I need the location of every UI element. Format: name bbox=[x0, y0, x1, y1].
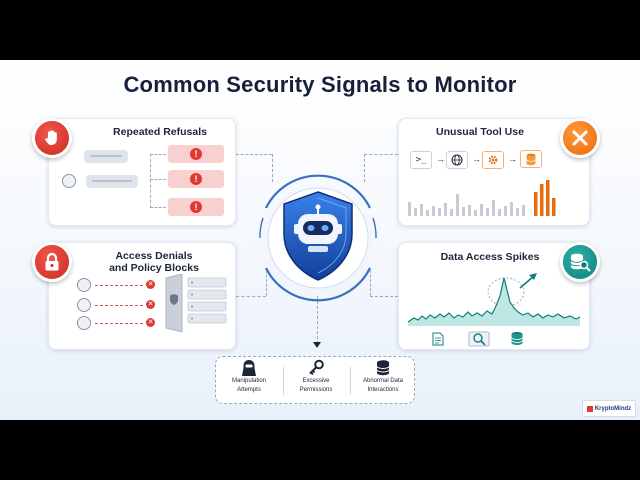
logo-mark-icon bbox=[586, 405, 593, 412]
denied-x-icon: ✕ bbox=[146, 280, 155, 289]
user-icon bbox=[77, 278, 91, 292]
key-icon bbox=[309, 359, 324, 376]
raised-hand-icon bbox=[32, 118, 72, 158]
bottom-item-manipulation: Manipulation Attempts bbox=[216, 359, 282, 394]
card-data-access-spikes bbox=[398, 242, 590, 350]
denied-x-icon: ✕ bbox=[146, 300, 155, 309]
padlock-icon bbox=[32, 242, 72, 282]
bottom-item-abnormal-data: Abnormal Data Interactions bbox=[350, 359, 416, 394]
user-icon bbox=[62, 174, 76, 188]
terminal-icon: >_ bbox=[410, 151, 432, 169]
arrow-down-icon bbox=[313, 342, 321, 348]
hacker-icon bbox=[242, 360, 256, 376]
robot-shield-icon bbox=[252, 172, 384, 304]
chat-bubble bbox=[86, 175, 138, 188]
user-icon bbox=[77, 316, 91, 330]
warning-icon: ! bbox=[190, 201, 202, 213]
chat-bubble bbox=[84, 150, 128, 163]
database-icon bbox=[511, 332, 523, 345]
bottom-signals-panel: Manipulation Attempts Excessive Permissi… bbox=[215, 356, 415, 404]
card-title-repeated-refusals: Repeated Refusals bbox=[113, 126, 207, 138]
card-title-data-access-spikes: Data Access Spikes bbox=[440, 251, 540, 263]
card-title-access-denials-line1: Access Denials bbox=[115, 250, 193, 262]
refusal-alert: ! bbox=[168, 198, 224, 216]
brand-logo: KryptoMindz bbox=[582, 400, 636, 417]
infographic-canvas: Common Security Signals to Monitor Repea… bbox=[0, 60, 640, 420]
database-icon bbox=[376, 360, 390, 376]
denied-x-icon: ✕ bbox=[146, 318, 155, 327]
page-title: Common Security Signals to Monitor bbox=[123, 72, 517, 97]
gear-icon bbox=[482, 151, 504, 169]
bottom-item-permissions: Excessive Permissions bbox=[283, 359, 349, 394]
refusal-alert: ! bbox=[168, 170, 224, 188]
user-icon bbox=[77, 298, 91, 312]
refusal-alert: ! bbox=[168, 145, 224, 163]
warning-icon: ! bbox=[190, 173, 202, 185]
magnifier-icon bbox=[468, 331, 490, 347]
spike-line-chart bbox=[408, 273, 580, 326]
card-title-unusual-tool-use: Unusual Tool Use bbox=[436, 126, 524, 138]
database-icon bbox=[520, 150, 542, 168]
wrench-screwdriver-icon bbox=[560, 118, 600, 158]
database-search-icon bbox=[560, 242, 600, 282]
card-title-access-denials-line2: and Policy Blocks bbox=[109, 262, 199, 274]
firewall-server-icon bbox=[165, 274, 227, 332]
tool-usage-bars bbox=[408, 180, 556, 216]
warning-icon: ! bbox=[190, 148, 202, 160]
document-icon bbox=[432, 332, 444, 346]
globe-icon bbox=[446, 151, 468, 169]
